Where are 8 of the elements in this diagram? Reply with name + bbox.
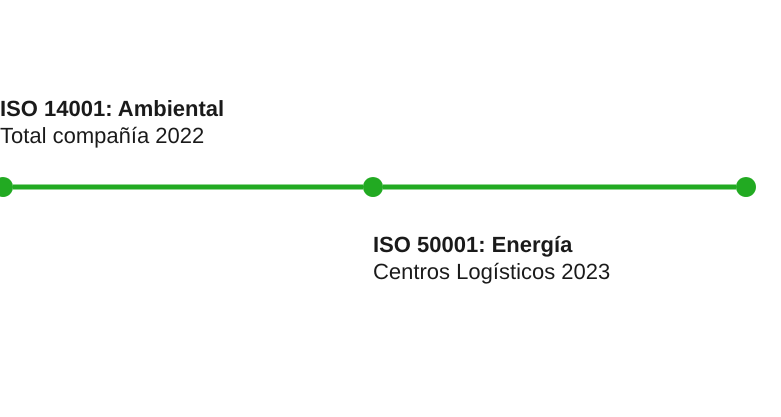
timeline-dot (736, 177, 756, 197)
milestone-caption: Centros Logísticos 2023 (373, 258, 610, 285)
connector-line (13, 184, 363, 190)
milestone-caption: Total compañía 2022 (0, 122, 206, 149)
milestone-title: ISO 14001: Ambiental (0, 95, 224, 122)
connector-line (383, 184, 736, 190)
milestone-title: ISO 50001: Energía (373, 231, 574, 258)
timeline-dot (363, 177, 383, 197)
